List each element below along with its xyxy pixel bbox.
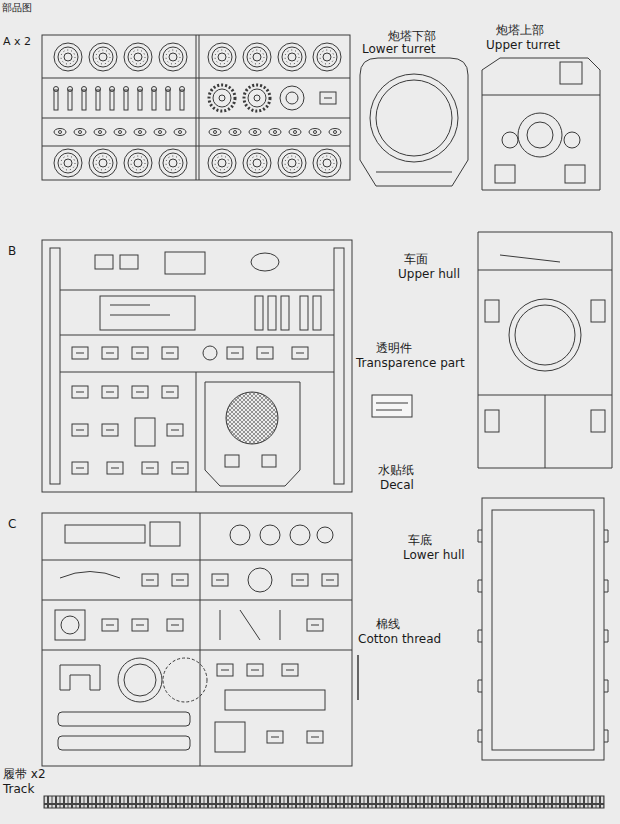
part-label: Lower turret [362,43,436,57]
part-label: 履带 x2 [3,768,46,782]
part-label: 棉线 [376,618,400,632]
part-label: Cotton thread [358,633,441,647]
part-label: 车面 [404,253,428,267]
part-label: Lower hull [403,549,465,563]
part-label: 炮塔下部 [388,30,436,44]
part-label: B [8,245,16,259]
part-label: 水贴纸 [378,464,414,478]
part-label: Upper turret [486,39,560,53]
part-label: 部品图 [2,2,32,14]
part-label: 透明件 [376,342,412,356]
part-label: 车底 [408,534,432,548]
part-label: Transparence part [356,357,465,371]
part-label: Track [3,783,34,797]
part-label: Upper hull [398,268,460,282]
part-label: 炮塔上部 [496,24,544,38]
part-label: C [8,518,16,532]
part-label: A x 2 [3,36,31,49]
part-label: Decal [380,479,414,493]
